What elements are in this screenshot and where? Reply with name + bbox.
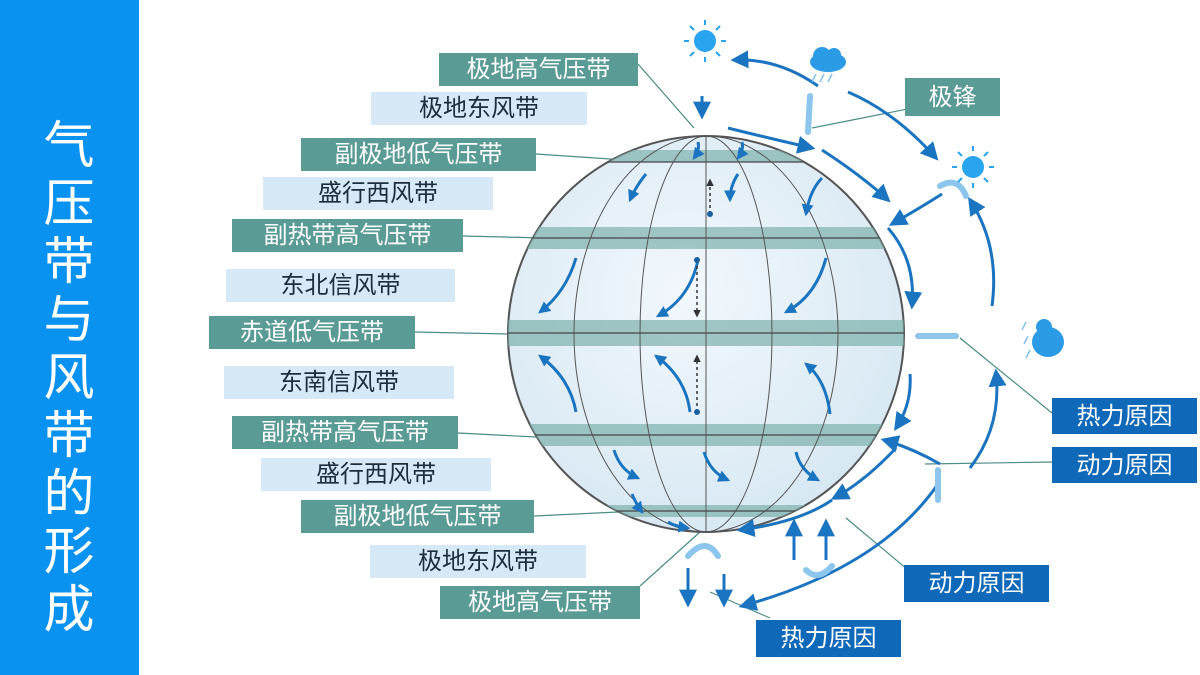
deflection-dots <box>694 211 713 415</box>
title-char: 与 <box>43 291 95 350</box>
title-char: 的 <box>43 465 95 524</box>
globe <box>507 135 905 533</box>
title-char: 成 <box>43 581 95 640</box>
label-polar-high-north: 极地高气压带 <box>439 53 638 86</box>
leader-lines <box>414 63 1053 619</box>
label-ne-trade: 东北信风带 <box>226 269 455 302</box>
circulation-arcs <box>679 50 1007 611</box>
label-dynamic-cause: 动力原因 <box>1052 447 1197 483</box>
vertical-air-lines <box>685 93 969 579</box>
label-polar-easterly-south: 极地东风带 <box>370 545 586 578</box>
title-sidebar: 气 压 带 与 风 带 的 形 成 <box>0 0 139 675</box>
label-subtropical-high-south: 副热带高气压带 <box>232 416 458 449</box>
title-char: 带 <box>43 233 95 292</box>
sun-icon <box>684 20 726 62</box>
label-polar-easterly-north: 极地东风带 <box>371 92 587 125</box>
title-char: 风 <box>43 349 95 408</box>
cloud-rain-icon <box>810 47 846 83</box>
label-subpolar-low-south: 副极地低气压带 <box>301 500 534 533</box>
label-westerly-north: 盛行西风带 <box>263 177 493 210</box>
sun-icon <box>952 146 994 188</box>
title-char: 形 <box>43 523 95 582</box>
label-equatorial-low: 赤道低气压带 <box>209 316 415 349</box>
label-subtropical-high-north: 副热带高气压带 <box>232 219 463 252</box>
label-polar-front: 极锋 <box>905 78 1000 116</box>
title-char: 带 <box>43 407 95 466</box>
label-thermal-cause: 热力原因 <box>756 620 901 657</box>
cloud-rain-icon <box>1021 319 1064 359</box>
meridians <box>573 136 839 532</box>
title-char: 压 <box>43 175 95 234</box>
label-westerly-south: 盛行西风带 <box>261 458 491 491</box>
label-subpolar-low-north: 副极地低气压带 <box>301 138 536 171</box>
label-thermal-cause: 热力原因 <box>1052 398 1197 434</box>
label-polar-high-south: 极地高气压带 <box>440 586 640 619</box>
page-title: 气 压 带 与 风 带 的 形 成 <box>38 118 100 640</box>
label-se-trade: 东南信风带 <box>224 366 454 399</box>
label-dynamic-cause: 动力原因 <box>904 565 1049 602</box>
title-char: 气 <box>43 117 95 176</box>
